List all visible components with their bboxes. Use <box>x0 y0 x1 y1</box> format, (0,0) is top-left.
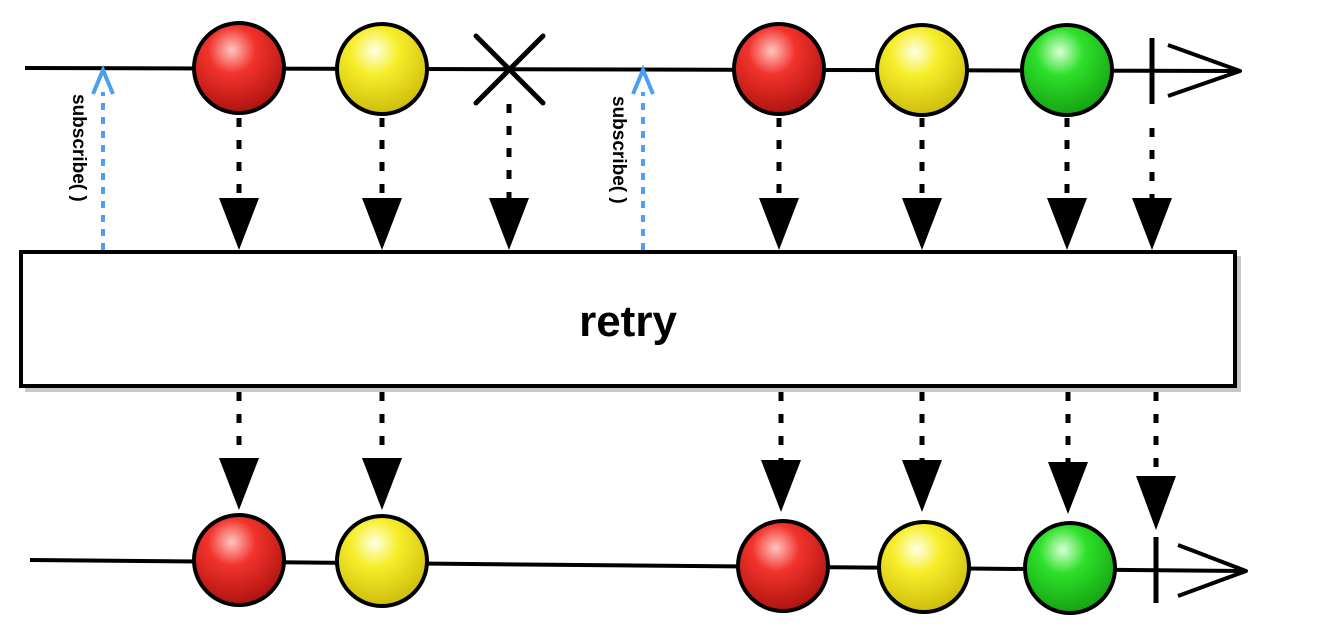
subscribe-arrowhead <box>631 64 655 95</box>
result-connectors <box>236 392 1159 475</box>
connector-arrowhead <box>219 198 259 250</box>
operator-label: retry <box>579 297 677 346</box>
connector-arrowhead <box>219 458 259 510</box>
operator-box-frame <box>19 250 1237 388</box>
connector-arrowhead <box>489 198 529 250</box>
source-item-yellow <box>335 22 429 116</box>
connector-arrowhead <box>902 198 942 250</box>
connector-arrowhead <box>1047 198 1087 250</box>
source-timeline-arrowhead <box>1167 43 1242 98</box>
subscribe-label: subscribe( ) <box>68 94 89 202</box>
operator-box: retry <box>19 250 1241 392</box>
source-connectors <box>236 104 1155 202</box>
subscribe-label: subscribe( ) <box>608 96 629 204</box>
result-item-red <box>736 519 830 613</box>
connector-arrowhead <box>761 460 801 512</box>
connector-arrowhead <box>902 460 942 512</box>
result-item-green <box>1023 521 1117 615</box>
source-connector-arrowheads <box>219 198 1172 250</box>
connector-arrowhead <box>362 458 402 510</box>
subscribe-marker: subscribe( ) <box>608 64 655 250</box>
connector-arrowhead <box>1048 462 1088 514</box>
connector-arrowhead <box>362 198 402 250</box>
result-item-yellow <box>335 514 429 608</box>
result-timeline-arrowhead <box>1177 543 1248 598</box>
source-item-green <box>1020 23 1114 117</box>
connector-arrowhead <box>759 198 799 250</box>
connector-arrowhead <box>1136 476 1176 530</box>
result-item-red <box>192 513 286 607</box>
subscribe-arrowhead <box>91 64 115 95</box>
source-item-red <box>192 21 286 115</box>
source-item-red <box>732 22 826 116</box>
subscribe-marker: subscribe( ) <box>68 64 115 250</box>
connector-arrowhead <box>1132 198 1172 250</box>
result-item-yellow <box>877 520 971 614</box>
source-events <box>192 21 1155 117</box>
result-connector-arrowheads <box>219 458 1176 530</box>
source-error-marker <box>473 33 546 106</box>
result-events <box>192 513 1159 615</box>
source-item-yellow <box>875 23 969 117</box>
